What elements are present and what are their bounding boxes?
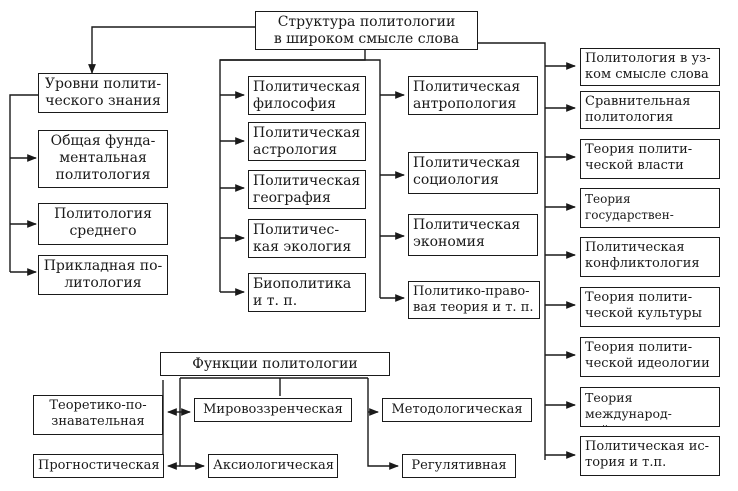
comparative-political-science-box: Сравнительная политология <box>580 91 720 129</box>
structure-title-box: Структура политологии в широком смысле с… <box>255 11 478 50</box>
middle-level-political-science-box: Политология среднего уровня <box>38 203 168 245</box>
political-conflictology-box: Политическая конфликтология <box>580 237 720 277</box>
applied-political-science-box: Прикладная по- литология <box>38 255 168 295</box>
functions-title-box: Функции политологии <box>160 352 390 376</box>
methodological-box: Методологическая <box>382 398 532 422</box>
prognostic-box: Прогностическая <box>33 454 164 478</box>
worldview-box: Мировоззренческая <box>194 398 352 422</box>
func-inner-left <box>179 378 205 470</box>
left-bracket-line <box>9 94 38 272</box>
theory-of-political-ideology-box: Теория полити- ческой идеологии <box>580 337 720 377</box>
general-political-science-box: Общая фунда- ментальная политология <box>38 130 168 188</box>
political-economy-box: Политическая экономия <box>408 214 538 256</box>
political-ecology-box: Политичес- кая экология <box>248 219 366 258</box>
political-astrology-box: Политическая астрология <box>248 122 366 161</box>
title-to-right-line <box>478 42 546 460</box>
theory-of-political-culture-box: Теория полити- ческой культуры <box>580 287 720 327</box>
narrow-political-science-box: Политология в уз- ком смысле слова <box>580 48 720 86</box>
political-philosophy-box: Политическая философия <box>248 76 366 115</box>
political-history-box: Политическая ис- тория и т.п. <box>580 436 720 476</box>
middle2-spine <box>220 59 381 298</box>
levels-of-knowledge-box: Уровни полити- ческого знания <box>38 73 168 113</box>
biopolitics-box: Биополитика и т. п. <box>248 273 366 312</box>
political-sociology-box: Политическая социология <box>408 152 538 194</box>
regulatory-box: Регулятивная <box>402 454 516 478</box>
theory-of-political-power-box: Теория полити- ческой власти <box>580 139 720 179</box>
political-anthropology-box: Политическая антропология <box>408 76 538 115</box>
axiological-box: Аксиологическая <box>208 454 338 478</box>
theoretical-cognitive-box: Теоретико-по- знавательная <box>33 395 163 435</box>
political-geography-box: Политическая география <box>248 170 366 209</box>
func-inner-right <box>367 378 399 470</box>
title-to-levels-arrow <box>88 26 255 74</box>
political-legal-theory-box: Политико-право- вая теория и т. п. <box>408 281 540 319</box>
theory-of-public-administration-box: Теория государствен- ного управления <box>580 188 720 228</box>
theory-of-international-politics-box: Теория международ- ной политики <box>580 387 720 427</box>
